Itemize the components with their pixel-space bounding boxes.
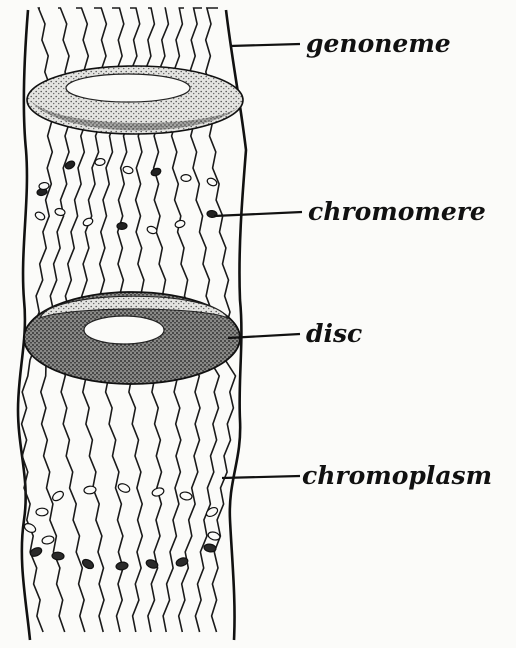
chromomere-granule: [181, 174, 191, 181]
chromomere-granule: [36, 508, 48, 516]
chromomere-granule: [205, 506, 219, 519]
chromomere-granule: [81, 558, 95, 571]
genoneme-leader-line: [230, 44, 300, 46]
chromomere-granule: [150, 167, 162, 177]
chromomere-granule: [179, 491, 192, 501]
chromomere-granule: [39, 182, 50, 190]
chromomere-granule: [117, 222, 127, 229]
chromomere-granule: [23, 522, 37, 534]
label-disc: disc: [306, 319, 362, 348]
label-genoneme: genoneme: [306, 29, 451, 58]
genoneme-ring: [27, 66, 243, 134]
chromomere-granule: [82, 217, 94, 227]
chromomere-granule: [122, 165, 133, 174]
label-chromomere: chromomere: [308, 197, 486, 226]
chromomere-granule: [34, 211, 46, 222]
disc-ring: [24, 292, 240, 384]
chromomere-granule: [203, 543, 216, 552]
chromomere-leader-line: [214, 212, 302, 216]
chromomere-granule: [117, 482, 131, 494]
chromomere-granule: [52, 552, 65, 560]
chromomere-granule: [41, 535, 54, 545]
chromomere-granule: [207, 531, 221, 542]
chromomere-granule: [174, 219, 186, 228]
label-chromoplasm: chromoplasm: [302, 461, 492, 490]
chromomere-granule: [151, 487, 165, 498]
chromomere-granule: [116, 561, 129, 570]
chromomere-granule: [54, 208, 65, 217]
chromomere-granule: [51, 489, 65, 502]
